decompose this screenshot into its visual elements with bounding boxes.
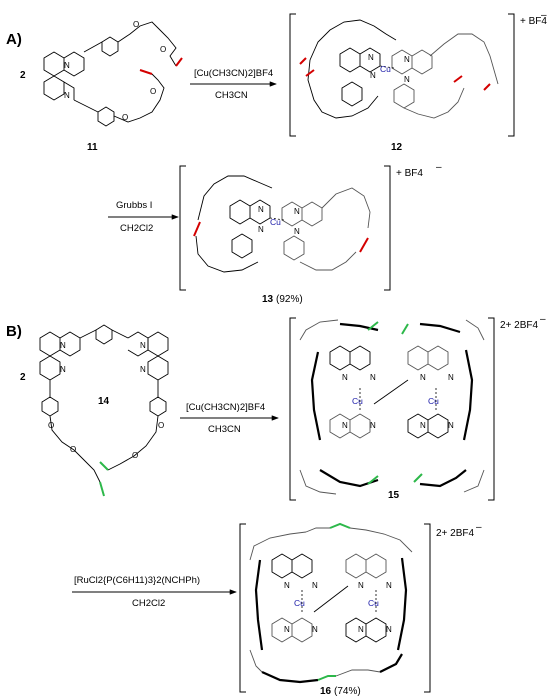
o-atom-label: O (158, 421, 164, 430)
yield-13-label: (92%) (276, 294, 303, 305)
n-atom-label: N (448, 373, 454, 382)
n-atom-label: N (386, 581, 392, 590)
n-atom-label: N (60, 365, 66, 374)
compound-16-structure: Cu Cu N N N N N N N N (239, 522, 431, 693)
n-atom-label: N (404, 55, 410, 64)
copper-label: Cu (352, 396, 363, 406)
o-atom-label: O (150, 87, 156, 96)
compound-12-structure: Cu N N N N (289, 13, 515, 137)
charge-counterion-label: 2+ 2BF4 (500, 320, 539, 331)
charge-counterion-label: + BF4 (520, 16, 547, 27)
o-atom-label: O (160, 45, 166, 54)
reagent-cu-label: [Cu(CH3CN)2]BF4 (186, 402, 265, 413)
section-b-label: B) (6, 323, 22, 340)
o-atom-label: O (133, 20, 139, 29)
o-atom-label: O (122, 113, 128, 122)
n-atom-label: N (448, 421, 454, 430)
n-atom-label: N (140, 365, 146, 374)
reagent-cu-label: [Cu(CH3CN)2]BF4 (194, 68, 273, 79)
n-atom-label: N (312, 581, 318, 590)
n-atom-label: N (342, 373, 348, 382)
compound-2-label: 2 (20, 70, 26, 81)
compound-15-structure: Cu Cu N N N N N N N N (289, 317, 495, 501)
n-atom-label: N (294, 207, 300, 216)
section-a-label: A) (6, 31, 22, 48)
compound-2-label: 2 (20, 372, 26, 383)
minus-sign: – (436, 162, 442, 173)
compound-14-structure: N N N N O O O O (39, 324, 169, 497)
n-atom-label: N (370, 373, 376, 382)
n-atom-label: N (370, 421, 376, 430)
reagent-ru-label: [RuCl2{P(C6H11)3}2(NCHPh) (74, 575, 200, 586)
solvent-label: CH2Cl2 (132, 598, 165, 609)
n-atom-label: N (358, 625, 364, 634)
n-atom-label: N (258, 205, 264, 214)
solvent-label: CH3CN (215, 90, 248, 101)
copper-label: Cu (368, 598, 379, 608)
n-atom-label: N (368, 53, 374, 62)
compound-12-label: 12 (391, 142, 403, 153)
n-atom-label: N (358, 581, 364, 590)
n-atom-label: N (64, 91, 70, 100)
n-atom-label: N (312, 625, 318, 634)
n-atom-label: N (342, 421, 348, 430)
solvent-label: CH3CN (208, 424, 241, 435)
o-atom-label: O (132, 451, 138, 460)
yield-16-label: (74%) (334, 686, 361, 697)
n-atom-label: N (404, 75, 410, 84)
n-atom-label: N (258, 225, 264, 234)
compound-11-structure: N N O O O O (43, 20, 183, 127)
compound-16-label: 16 (320, 686, 332, 697)
minus-sign: – (541, 10, 547, 21)
charge-counterion-label: 2+ 2BF4 (436, 528, 475, 539)
o-atom-label: O (70, 445, 76, 454)
copper-label: Cu (294, 598, 305, 608)
charge-counterion-label: + BF4 (396, 168, 423, 179)
copper-label: Cu (270, 217, 281, 227)
n-atom-label: N (294, 227, 300, 236)
n-atom-label: N (284, 625, 290, 634)
o-atom-label: O (48, 421, 54, 430)
compound-11-label: 11 (87, 142, 98, 153)
n-atom-label: N (64, 61, 70, 70)
minus-sign: – (540, 314, 546, 325)
n-atom-label: N (420, 373, 426, 382)
n-atom-label: N (140, 341, 146, 350)
reagent-grubbs-label: Grubbs I (116, 200, 152, 211)
copper-label: Cu (380, 64, 391, 74)
compound-15-label: 15 (388, 490, 400, 501)
n-atom-label: N (386, 625, 392, 634)
n-atom-label: N (420, 421, 426, 430)
solvent-label: CH2Cl2 (120, 223, 153, 234)
compound-14-label: 14 (98, 396, 110, 407)
compound-13-label: 13 (262, 294, 274, 305)
n-atom-label: N (370, 71, 376, 80)
compound-13-structure: Cu N N N N (179, 165, 391, 291)
n-atom-label: N (60, 341, 66, 350)
minus-sign: – (476, 522, 482, 533)
copper-label: Cu (428, 396, 439, 406)
n-atom-label: N (284, 581, 290, 590)
